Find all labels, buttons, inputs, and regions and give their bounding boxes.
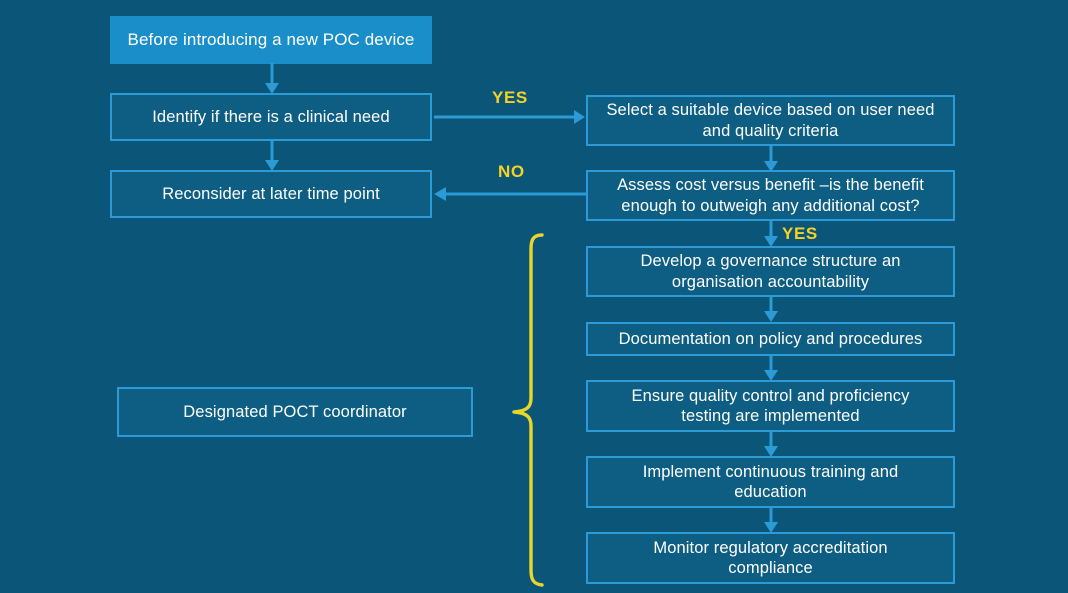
node-select-device-text: Select a suitable device based on user n… xyxy=(606,100,934,140)
connector-yes-clinical-need-to-select-device xyxy=(434,108,586,126)
connector-quality-control-to-training xyxy=(755,431,787,458)
node-quality-control-line1: Ensure quality control and proficiency xyxy=(631,386,910,405)
node-training-text: Implement continuous training and educat… xyxy=(643,462,899,502)
node-monitor-regulatory-accreditation: Monitor regulatory accreditation complia… xyxy=(586,532,955,584)
node-clinical-need-label: Identify if there is a clinical need xyxy=(152,107,390,126)
connector-yes-assess-cost-to-governance xyxy=(755,220,787,248)
branch-label-no-horizontal: NO xyxy=(498,162,525,181)
node-poct-coordinator-label: Designated POCT coordinator xyxy=(183,402,407,421)
connector-documentation-to-quality-control xyxy=(755,355,787,382)
node-quality-control-proficiency: Ensure quality control and proficiency t… xyxy=(586,380,955,432)
node-documentation-policy-procedures: Documentation on policy and procedures xyxy=(586,322,955,356)
node-assess-cost-versus-benefit: Assess cost versus benefit –is the benef… xyxy=(586,170,955,221)
connector-no-assess-cost-to-reconsider xyxy=(434,185,586,203)
flowchart-canvas: Before introducing a new POC device Iden… xyxy=(110,16,955,587)
node-reconsider-later: Reconsider at later time point xyxy=(110,170,432,218)
connector-select-device-to-assess-cost xyxy=(755,145,787,173)
poct-coordinator-scope-brace xyxy=(500,232,560,588)
node-implement-continuous-training: Implement continuous training and educat… xyxy=(586,456,955,508)
node-monitor-line1: Monitor regulatory accreditation xyxy=(653,538,888,557)
node-training-line1: Implement continuous training and xyxy=(642,462,899,481)
node-designated-poct-coordinator: Designated POCT coordinator xyxy=(117,387,473,437)
node-assess-cost-text: Assess cost versus benefit –is the benef… xyxy=(617,175,924,215)
branch-label-yes-horizontal: YES xyxy=(492,88,528,107)
connector-governance-to-documentation xyxy=(755,296,787,323)
node-assess-cost-line1: Assess cost versus benefit –is the benef… xyxy=(617,176,924,195)
branch-label-yes-vertical: YES xyxy=(782,224,818,243)
node-governance-line2: organisation accountability xyxy=(671,272,870,291)
node-reconsider-label: Reconsider at later time point xyxy=(162,184,380,203)
node-header-before-introducing: Before introducing a new POC device xyxy=(110,16,432,64)
node-documentation-label: Documentation on policy and procedures xyxy=(618,329,923,348)
node-assess-cost-line2: enough to outweigh any additional cost? xyxy=(621,196,920,215)
node-quality-control-line2: testing are implemented xyxy=(681,407,860,425)
node-monitor-text: Monitor regulatory accreditation complia… xyxy=(653,538,887,578)
node-identify-clinical-need: Identify if there is a clinical need xyxy=(110,93,432,141)
node-develop-governance-structure: Develop a governance structure an organi… xyxy=(586,246,955,297)
node-quality-control-text: Ensure quality control and proficiency t… xyxy=(631,386,909,426)
connector-clinical-need-to-reconsider xyxy=(256,140,288,172)
node-select-suitable-device: Select a suitable device based on user n… xyxy=(586,95,955,146)
node-monitor-line2: compliance xyxy=(728,559,813,577)
connector-training-to-monitor xyxy=(755,507,787,534)
node-header-label: Before introducing a new POC device xyxy=(127,29,415,49)
node-select-device-line2: and quality criteria xyxy=(702,121,839,140)
node-select-device-line1: Select a suitable device based on user n… xyxy=(606,101,935,120)
node-governance-line1: Develop a governance structure an xyxy=(640,252,901,271)
node-training-line2: education xyxy=(734,483,807,501)
connector-header-to-clinical-need xyxy=(256,63,288,95)
node-governance-text: Develop a governance structure an organi… xyxy=(640,251,900,291)
